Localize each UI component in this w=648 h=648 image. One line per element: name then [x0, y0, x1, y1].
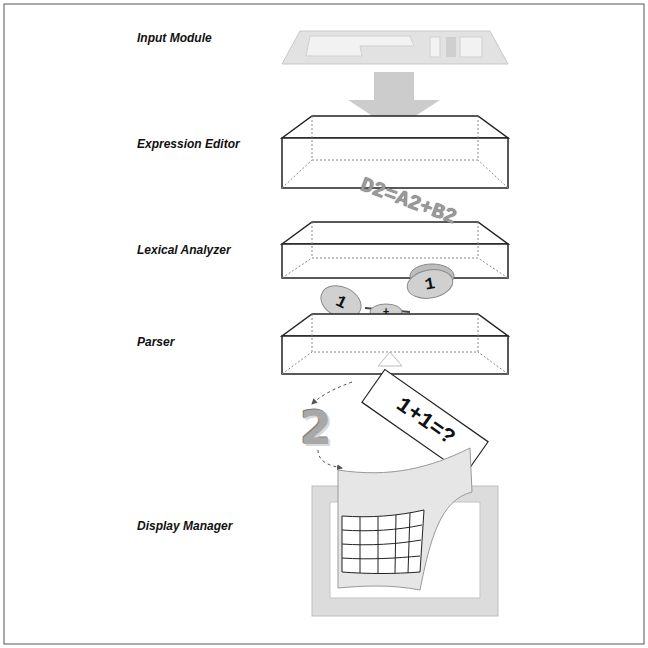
token-text: + — [383, 307, 390, 318]
input-plate — [282, 31, 508, 64]
tray-hidden-edges — [282, 314, 508, 374]
token-disc — [405, 266, 455, 302]
tray-top — [282, 314, 508, 336]
tray-hidden-edges — [282, 222, 508, 278]
sheet-grid — [342, 510, 424, 574]
tray-hidden-edges — [282, 116, 508, 188]
frame-border — [4, 4, 644, 644]
tray-top — [282, 222, 508, 244]
plate-panel — [306, 36, 414, 56]
section-label: Display Manager — [137, 520, 232, 532]
section-label: Parser — [137, 336, 174, 348]
output-notch — [378, 352, 402, 366]
curled-sheet — [338, 448, 472, 590]
plate-slot — [446, 37, 456, 57]
tray-front — [282, 244, 508, 278]
section-label: Expression Editor — [137, 138, 240, 150]
section-label: Input Module — [137, 32, 212, 44]
section-label: Lexical Analyzer — [137, 244, 231, 256]
plate-slot — [460, 37, 482, 57]
tray-front — [282, 336, 508, 374]
result-digit: 2 — [300, 405, 332, 451]
tray-top — [282, 116, 508, 138]
plate-slot — [430, 37, 440, 57]
dashed-arc — [312, 382, 352, 404]
dashed-arc — [318, 450, 342, 468]
tray-front — [282, 138, 508, 188]
